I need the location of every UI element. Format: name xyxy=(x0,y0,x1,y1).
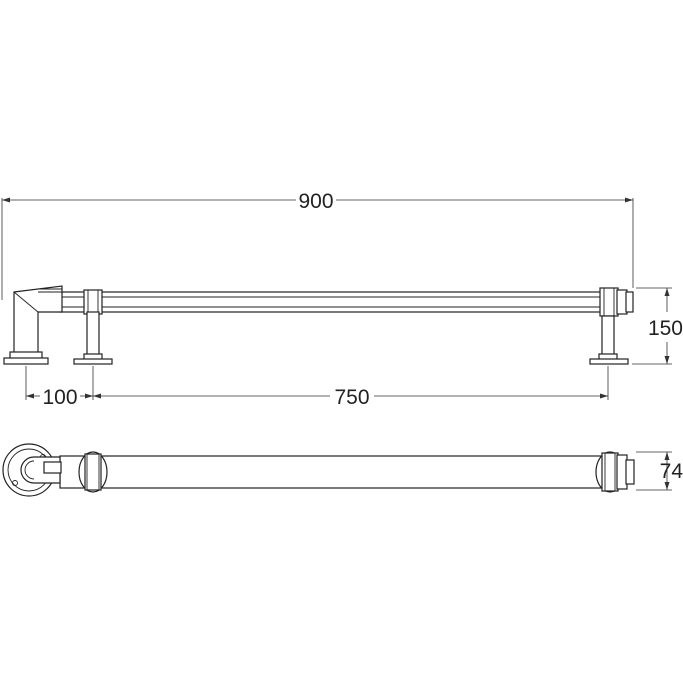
support-spacing-label: 750 xyxy=(334,386,369,409)
right-end-cap-top xyxy=(616,454,635,490)
side-height-label: 150 xyxy=(648,317,683,340)
bottom-dimensions: 100 750 xyxy=(25,366,609,409)
depth-label: 74 xyxy=(660,460,683,483)
left-elbow-bracket xyxy=(3,285,63,365)
rail-bar-side xyxy=(59,291,609,313)
left-support-post xyxy=(73,289,113,365)
left-wall-flange xyxy=(2,443,62,497)
end-offset-label: 100 xyxy=(42,386,77,409)
overall-length-label: 900 xyxy=(298,190,333,213)
right-end-cap xyxy=(616,289,634,315)
side-height-dimension: 150 xyxy=(632,287,683,365)
depth-dimension: 74 xyxy=(636,451,683,491)
overall-length-dimension: 900 xyxy=(1,190,634,300)
side-view: 900 xyxy=(1,190,683,409)
rail-bar-top xyxy=(59,455,609,489)
right-support-post xyxy=(589,287,629,365)
top-view: 74 xyxy=(2,443,683,497)
left-post-top xyxy=(78,451,108,493)
